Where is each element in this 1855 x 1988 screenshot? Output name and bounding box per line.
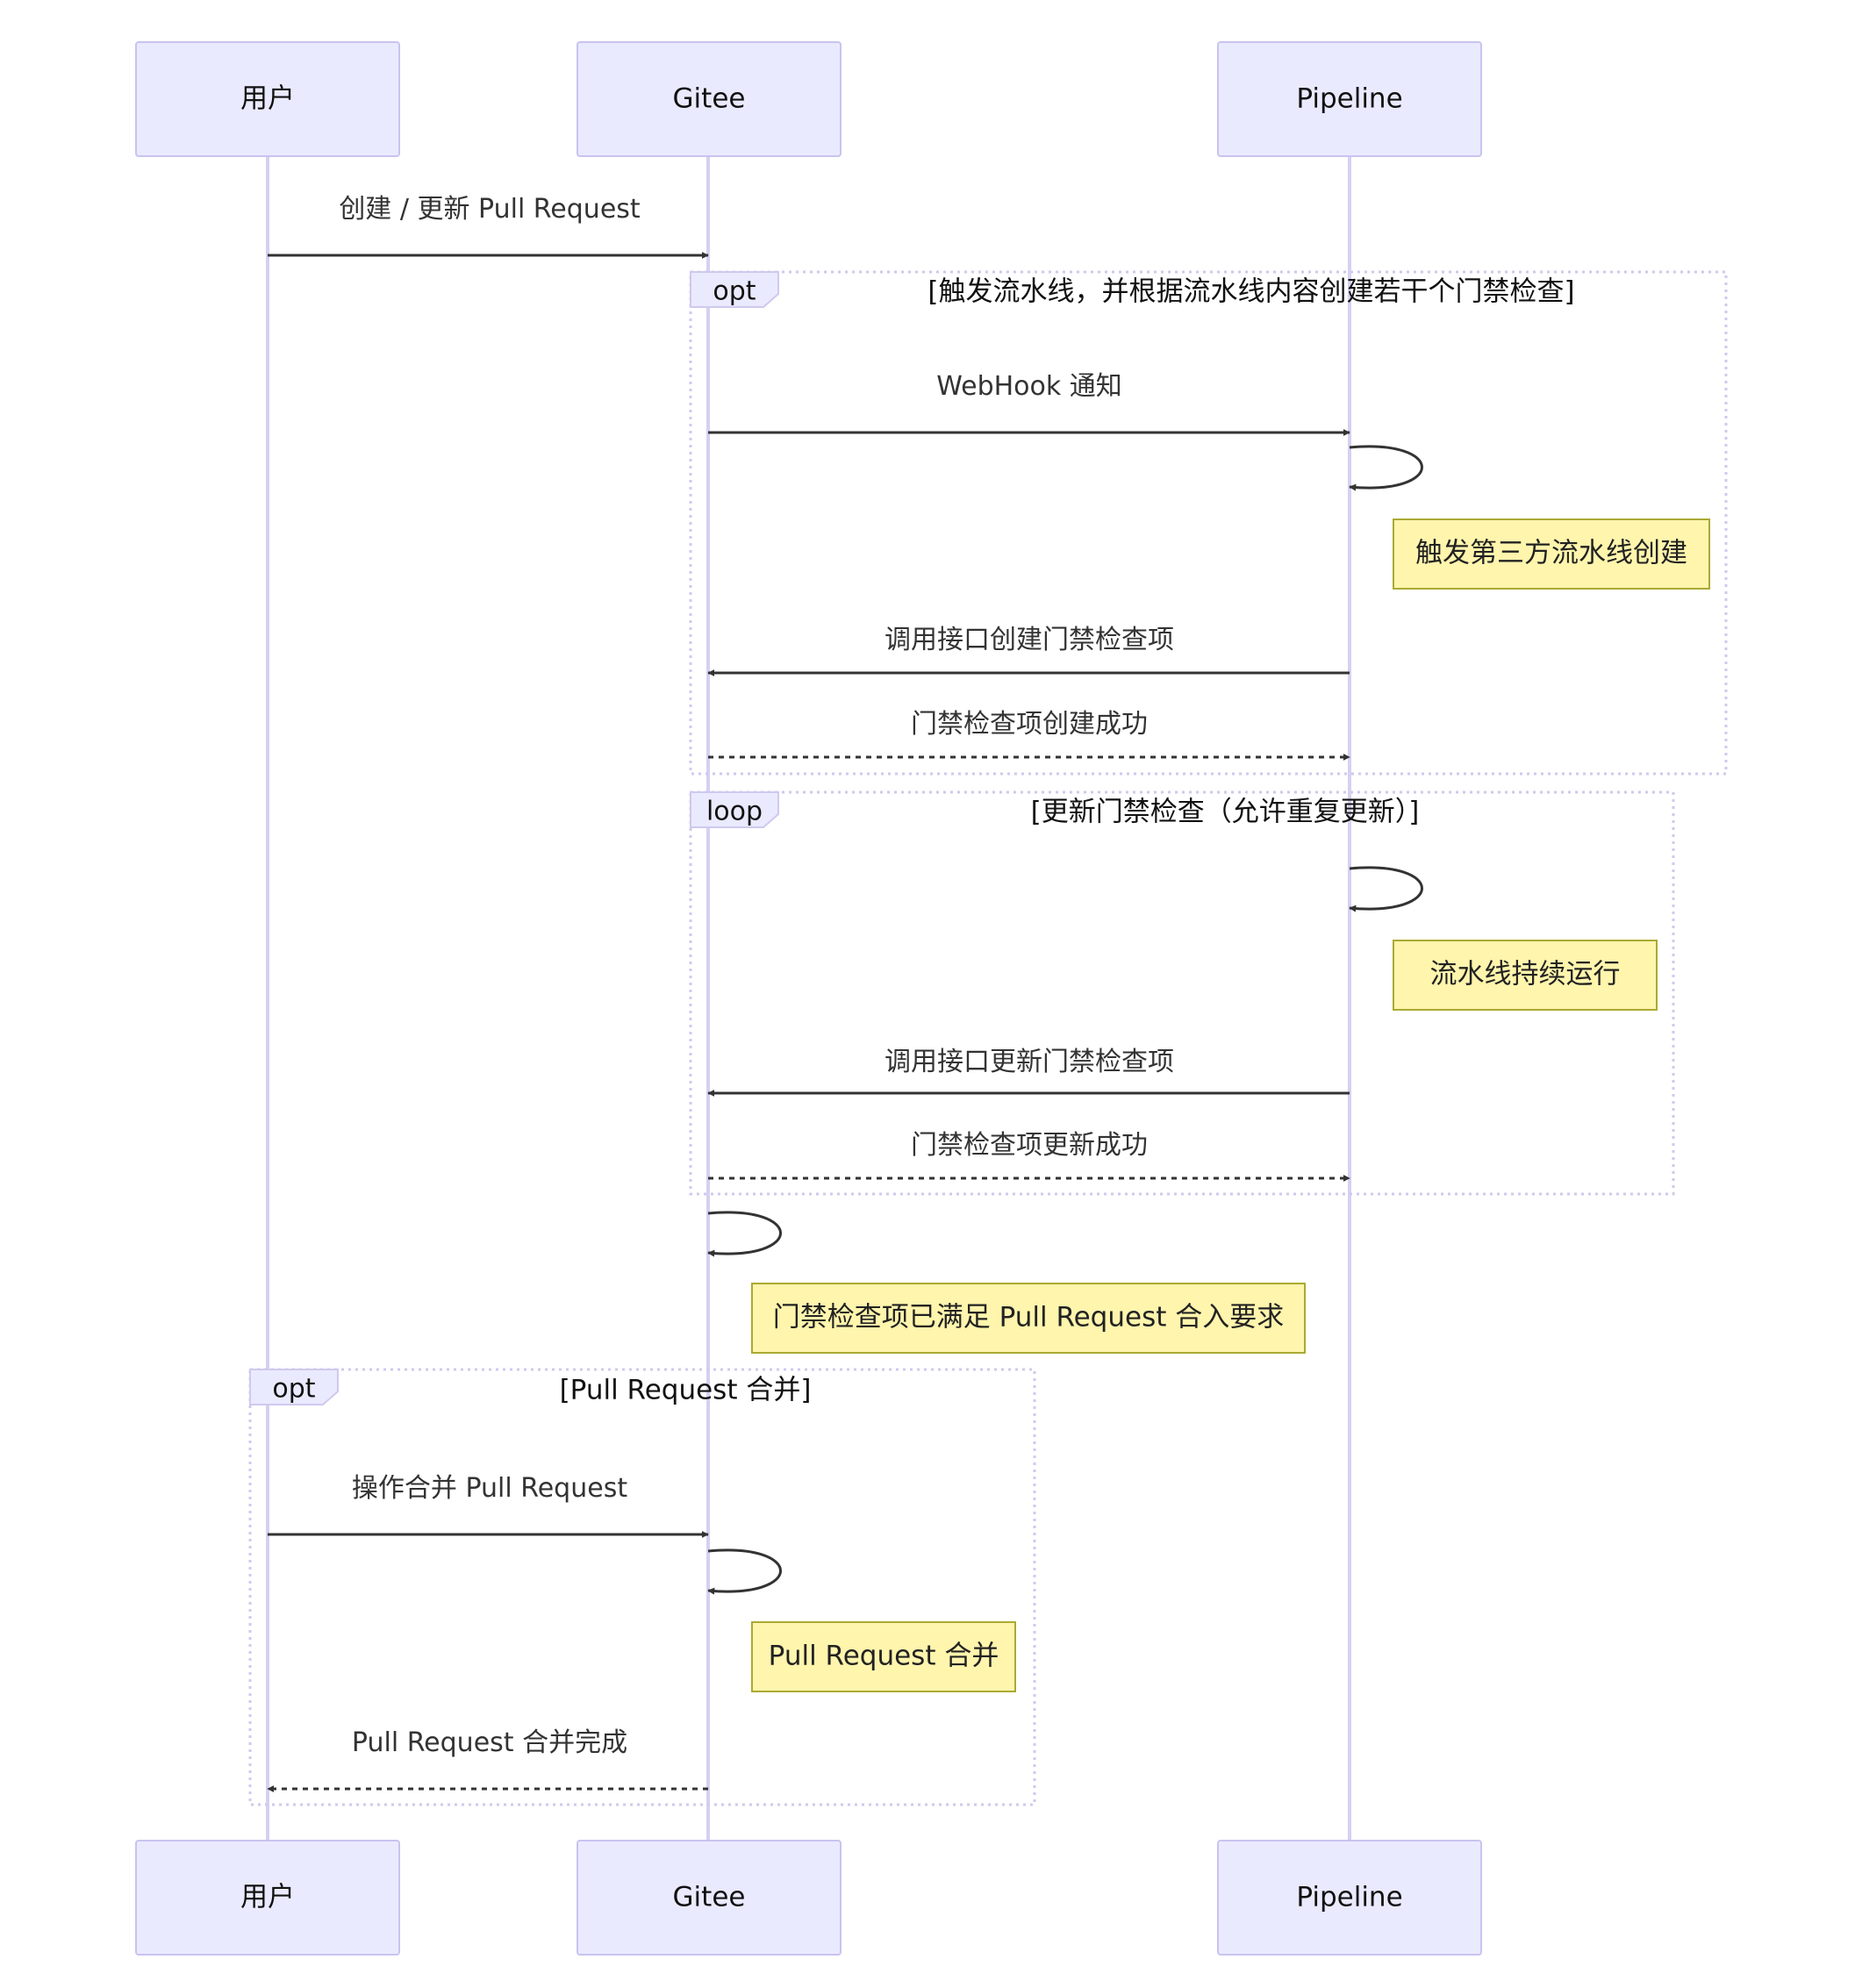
self-loop-gitee-merge <box>707 1548 782 1595</box>
note-pr-merge-text: Pull Request 合并 <box>769 1641 999 1672</box>
message-create-check-label: 调用接口创建门禁检查项 <box>885 625 1174 655</box>
fragment-opt-merge-condition: [Pull Request 合并] <box>560 1375 812 1406</box>
note-pipeline-running-text: 流水线持续运行 <box>1430 959 1621 990</box>
message-create-pr: 创建 / 更新 Pull Request <box>268 194 709 259</box>
message-merge-complete-label: Pull Request 合并完成 <box>352 1727 627 1758</box>
message-update-check-success: 门禁检查项更新成功 <box>708 1130 1350 1182</box>
message-update-check: 调用接口更新门禁检查项 <box>707 1047 1350 1097</box>
fragment-opt-trigger: opt [触发流水线，并根据流水线内容创建若干个门禁检查] <box>689 270 1728 776</box>
fragment-loop-update-condition: [更新门禁检查（允许重复更新）] <box>1031 797 1420 828</box>
actor-gitee-top-label: Gitee <box>673 83 746 115</box>
fragment-opt-merge: opt [Pull Request 合并] <box>248 1368 1036 1806</box>
actor-pipeline-bottom-label: Pipeline <box>1296 1882 1402 1913</box>
actor-user-top-label: 用户 <box>240 83 295 115</box>
actor-pipeline-bottom: Pipeline <box>1217 1840 1482 1956</box>
message-create-check-success-label: 门禁检查项创建成功 <box>911 709 1148 740</box>
message-webhook-label: WebHook 通知 <box>936 371 1122 402</box>
message-merge-pr-label: 操作合并 Pull Request <box>352 1473 627 1504</box>
note-trigger-third-party-text: 触发第三方流水线创建 <box>1415 538 1687 569</box>
fragment-opt-trigger-type: opt <box>713 276 756 307</box>
actor-gitee-bottom: Gitee <box>577 1840 842 1956</box>
actor-gitee-bottom-label: Gitee <box>673 1882 746 1913</box>
message-merge-pr: 操作合并 Pull Request <box>268 1473 709 1538</box>
actor-user-top: 用户 <box>135 41 400 157</box>
note-trigger-third-party: 触发第三方流水线创建 <box>1393 518 1710 590</box>
actor-gitee-top: Gitee <box>577 41 842 157</box>
message-create-pr-label: 创建 / 更新 Pull Request <box>339 194 641 225</box>
message-create-check-success: 门禁检查项创建成功 <box>708 709 1350 761</box>
message-webhook: WebHook 通知 <box>708 371 1350 436</box>
message-create-check: 调用接口创建门禁检查项 <box>707 625 1350 676</box>
actor-pipeline-top: Pipeline <box>1217 41 1482 157</box>
self-loop-pipeline-running <box>1349 866 1423 912</box>
actor-user-bottom: 用户 <box>135 1840 400 1956</box>
note-pipeline-running: 流水线持续运行 <box>1393 940 1658 1011</box>
fragment-loop-update: loop [更新门禁检查（允许重复更新）] <box>689 790 1675 1196</box>
message-merge-complete: Pull Request 合并完成 <box>267 1727 708 1792</box>
self-loop-gitee-check <box>707 1211 782 1257</box>
message-update-check-label: 调用接口更新门禁检查项 <box>885 1047 1174 1077</box>
actor-user-bottom-label: 用户 <box>240 1882 295 1913</box>
note-check-satisfied: 门禁检查项已满足 Pull Request 合入要求 <box>751 1283 1306 1354</box>
fragment-loop-update-type: loop <box>706 797 763 827</box>
actor-pipeline-top-label: Pipeline <box>1296 83 1402 115</box>
note-check-satisfied-text: 门禁检查项已满足 Pull Request 合入要求 <box>773 1302 1285 1334</box>
note-pr-merge: Pull Request 合并 <box>751 1621 1016 1692</box>
fragment-opt-merge-type: opt <box>272 1374 315 1405</box>
message-update-check-success-label: 门禁检查项更新成功 <box>911 1130 1148 1161</box>
self-loop-pipeline-trigger <box>1349 445 1423 491</box>
fragment-opt-trigger-condition: [触发流水线，并根据流水线内容创建若干个门禁检查] <box>928 276 1574 308</box>
